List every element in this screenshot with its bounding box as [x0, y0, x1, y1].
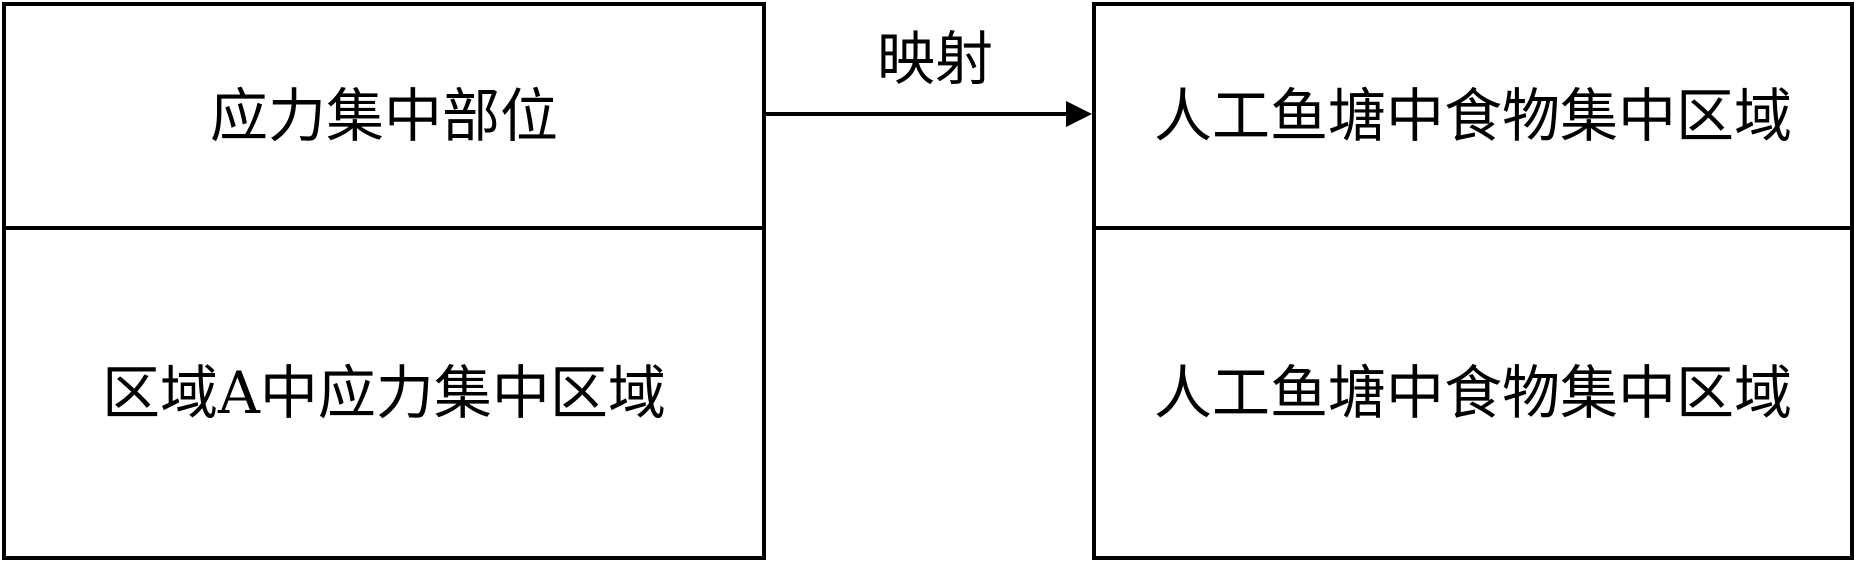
arrow-label: 映射	[876, 25, 993, 93]
right-top-cell: 人工鱼塘中食物集中区域	[1096, 6, 1850, 226]
right-table: 人工鱼塘中食物集中区域 人工鱼塘中食物集中区域	[1092, 2, 1854, 560]
left-table: 应力集中部位 区域A中应力集中区域	[2, 2, 766, 560]
right-bottom-cell: 人工鱼塘中食物集中区域	[1096, 230, 1850, 556]
right-top-label: 人工鱼塘中食物集中区域	[1153, 82, 1792, 150]
arrow-head-icon	[1066, 101, 1092, 127]
right-bottom-label: 人工鱼塘中食物集中区域	[1153, 359, 1792, 427]
left-divider	[6, 226, 762, 230]
left-bottom-cell: 区域A中应力集中区域	[6, 230, 762, 556]
left-top-label: 应力集中部位	[209, 82, 558, 150]
left-bottom-label: 区域A中应力集中区域	[102, 359, 666, 427]
right-divider	[1096, 226, 1850, 230]
left-top-cell: 应力集中部位	[6, 6, 762, 226]
